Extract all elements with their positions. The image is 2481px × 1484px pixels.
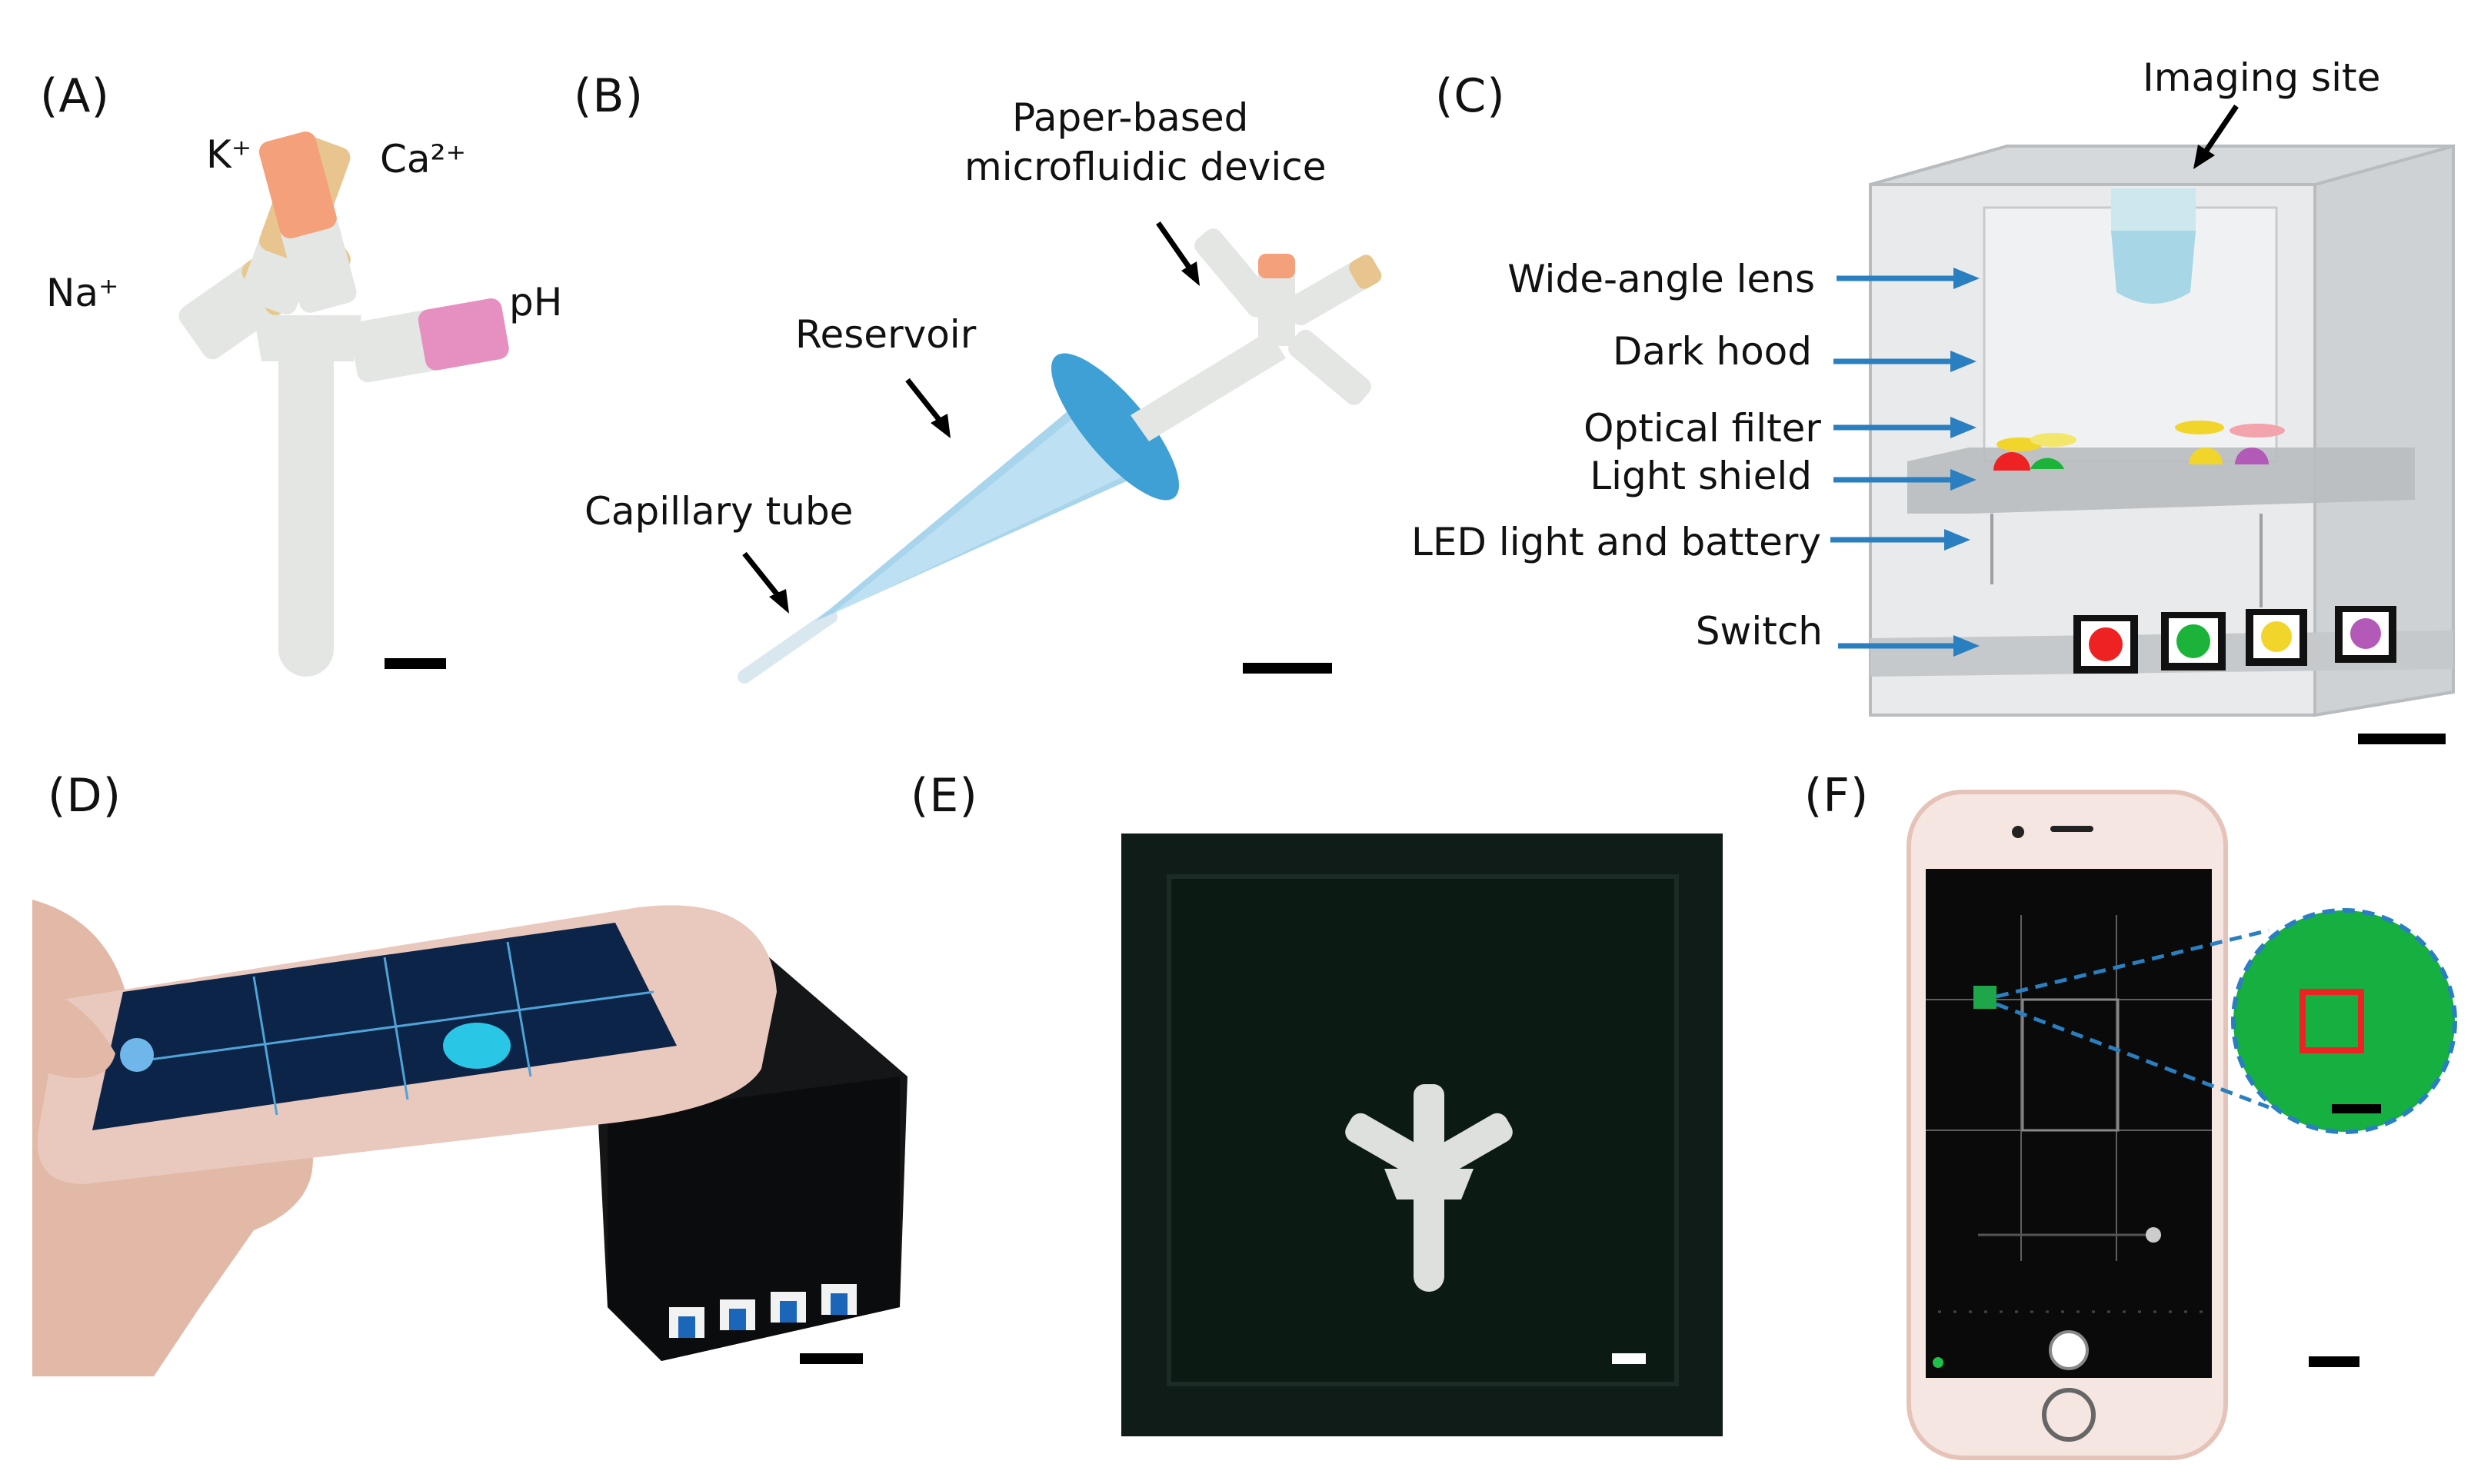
- device-stem: [278, 323, 334, 677]
- na-ion-label: Na⁺: [46, 271, 119, 315]
- scale-bar-c: [2358, 734, 2446, 744]
- panel-b-label: (B): [574, 69, 644, 123]
- capillary-tube: [738, 610, 838, 684]
- ca-ion-label: Ca²⁺: [380, 137, 466, 181]
- ph-label: pH: [509, 280, 563, 324]
- phone-screen: [92, 923, 677, 1130]
- led-purple: [2235, 448, 2269, 464]
- reservoir-cap: [1051, 353, 1179, 501]
- device-junction: [254, 315, 361, 361]
- paper-device-label-line2: microfluidic device: [964, 145, 1327, 189]
- arrow-imaging-site: [2202, 105, 2239, 155]
- k-ion-label: K⁺: [206, 132, 252, 177]
- blue-arrows: [1830, 268, 1980, 657]
- wide-angle-lens: [2111, 231, 2196, 304]
- panel-d-label: (D): [48, 769, 122, 823]
- shield-label: Light shield: [1590, 454, 1812, 498]
- led-yellow: [2189, 448, 2223, 464]
- hood-label: Dark hood: [1612, 329, 1812, 374]
- switch-green: [2161, 612, 2226, 670]
- switch-red: [2073, 615, 2138, 674]
- ph-strip: [418, 298, 509, 371]
- home-button: [2042, 1388, 2096, 1442]
- zoom-scale-bar: [2332, 1104, 2381, 1113]
- scale-bar-a: [385, 658, 446, 669]
- scale-bar-e: [1612, 1353, 1646, 1364]
- capillary-label: Capillary tube: [584, 489, 854, 534]
- paper-device-label: Paper-based: [1012, 95, 1249, 140]
- arrow-paper: [1156, 221, 1196, 276]
- switch-purple: [2335, 606, 2396, 663]
- led-label: LED light and battery: [1410, 520, 1821, 564]
- focus-box: [2021, 998, 2120, 1132]
- sample-spot: [1973, 986, 1996, 1009]
- shutter-button: [2049, 1330, 2089, 1370]
- panel-f-label: (F): [1804, 769, 1870, 823]
- led-red: [1993, 452, 2030, 471]
- front-camera: [2012, 826, 2024, 838]
- earpiece: [2050, 826, 2093, 832]
- panel-e-label: (E): [911, 769, 978, 823]
- zoom-circle: [2231, 908, 2457, 1134]
- switch-yellow: [2246, 609, 2307, 666]
- device-in-hood-arms: [1345, 1084, 1513, 1200]
- scale-bar-b: [1243, 663, 1332, 674]
- imaging-site-label: Imaging site: [2143, 55, 2381, 100]
- arrow-reservoir: [905, 378, 945, 427]
- arrow-capillary: [742, 551, 784, 602]
- scale-bar-f: [2309, 1356, 2359, 1367]
- scale-bar-d: [800, 1353, 863, 1364]
- screen-blob: [443, 1023, 511, 1069]
- paper-strip: [1131, 331, 1286, 441]
- lens-label: Wide-angle lens: [1507, 257, 1815, 301]
- panel-a-label: (A): [40, 69, 110, 123]
- filter-label: Optical filter: [1584, 406, 1821, 451]
- filter-pink: [2230, 424, 2285, 438]
- reservoir-label: Reservoir: [795, 312, 977, 357]
- box-switches: [669, 1284, 857, 1338]
- ca-strip: [258, 131, 337, 239]
- switch-label: Switch: [1695, 609, 1823, 654]
- zoom-roi: [2300, 989, 2364, 1053]
- panel-c-label: (C): [1435, 69, 1506, 123]
- phone-screen-f: [1926, 869, 2212, 1378]
- led-green: [2030, 458, 2064, 469]
